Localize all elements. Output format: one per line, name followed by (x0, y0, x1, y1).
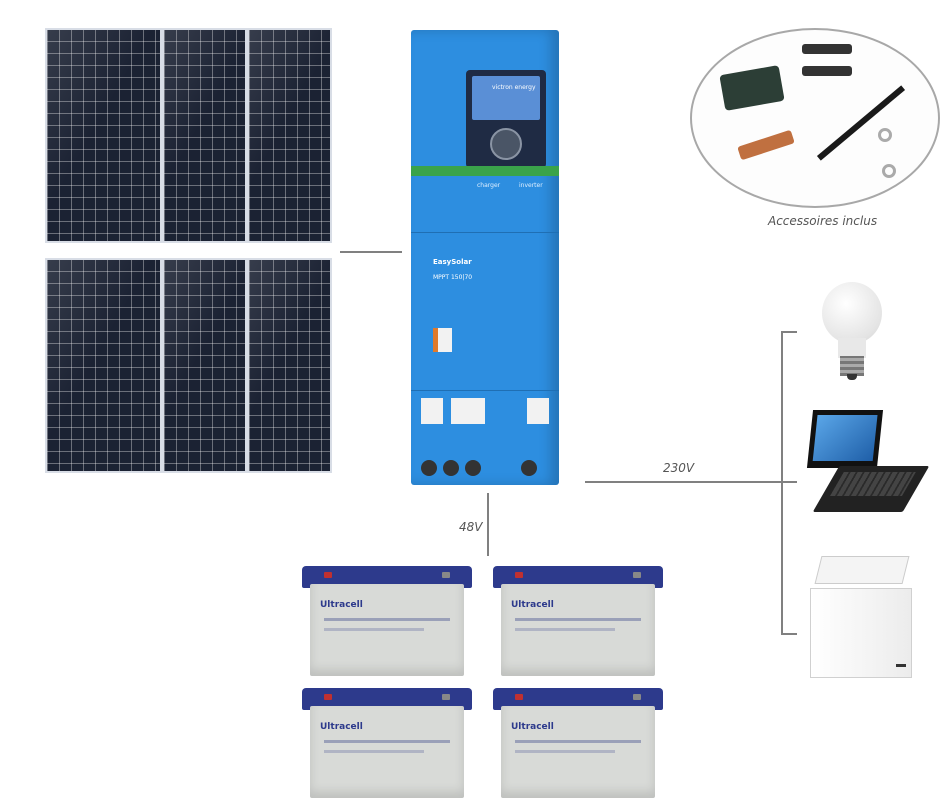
battery-brand: Ultracell (320, 600, 363, 610)
battery: Ultracell (493, 566, 663, 676)
panel-inverter-label: inverter (519, 182, 543, 189)
solar-panel (45, 258, 162, 473)
inverter-brand: victron energy (492, 84, 536, 91)
inverter-to-battery-line (487, 493, 489, 556)
model-sub: MPPT 150|70 (433, 274, 473, 281)
ring-terminal-icon (882, 164, 896, 178)
light-bulb-icon (818, 282, 886, 382)
laptop-icon (806, 408, 930, 518)
battery: Ultracell (493, 688, 663, 798)
battery-brand: Ultracell (320, 722, 363, 732)
ring-terminal-icon (878, 128, 892, 142)
inverter-unit: victron energy charger inverter EasySola… (411, 30, 559, 485)
model-name: EasySolar (433, 258, 472, 266)
fuse-holder-icon (719, 65, 785, 111)
mc4-connector-icon (802, 66, 852, 76)
solar-panel (162, 258, 247, 473)
dc-voltage-label: 48V (459, 520, 483, 534)
inverter-to-loads-line (585, 481, 785, 483)
battery-brand: Ultracell (511, 600, 554, 610)
panel-to-inverter-line (340, 251, 402, 253)
solar-panel (45, 28, 162, 243)
accessories-oval (690, 28, 940, 208)
mc4-connector-icon (802, 44, 852, 54)
breaker (433, 328, 452, 352)
bus-to-freezer-line (781, 633, 797, 635)
battery-brand: Ultracell (511, 722, 554, 732)
bus-to-laptop-line (781, 481, 797, 483)
battery: Ultracell (302, 566, 472, 676)
battery: Ultracell (302, 688, 472, 798)
cable-icon (816, 85, 906, 161)
solar-panel (162, 28, 247, 243)
ac-voltage-label: 230V (663, 461, 695, 475)
solar-panel (247, 28, 332, 243)
inverter-display: victron energy (466, 70, 546, 168)
status-band (411, 166, 559, 176)
bus-to-bulb-line (781, 331, 797, 333)
panel-charger-label: charger (477, 182, 501, 189)
fuse-icon (737, 129, 795, 161)
accessories-label: Accessoires inclus (768, 214, 878, 228)
cable-glands (421, 460, 551, 478)
breaker-row (421, 398, 551, 426)
chest-freezer-icon (804, 556, 914, 680)
control-dial (490, 128, 522, 160)
loads-bus-line (781, 331, 783, 635)
solar-panel (247, 258, 332, 473)
